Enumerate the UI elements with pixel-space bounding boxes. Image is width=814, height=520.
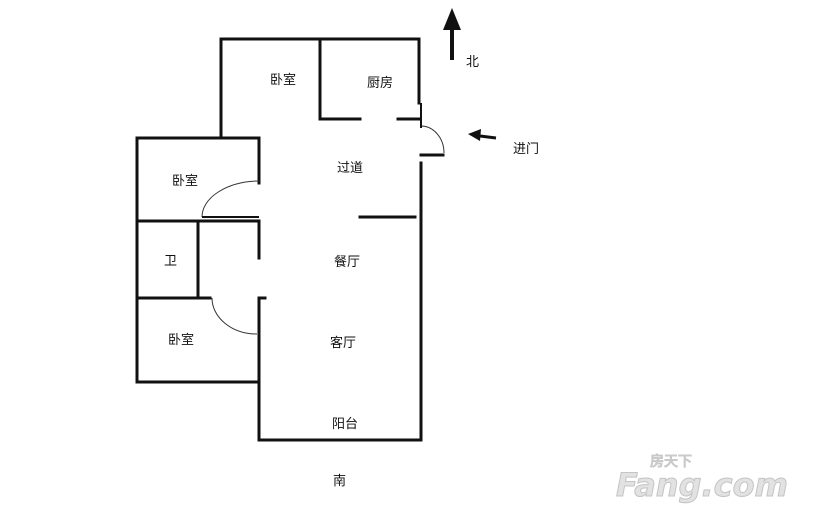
room-label-bathroom: 卫: [164, 254, 177, 269]
doors: [196, 103, 445, 335]
north-label: 北: [466, 55, 479, 70]
watermark: 房天下 Fang.com: [616, 453, 789, 505]
room-label-living: 客厅: [330, 335, 356, 351]
entrance-label: 进门: [513, 142, 539, 157]
north-arrow-icon: [443, 8, 461, 30]
room-label-dining: 餐厅: [334, 254, 360, 270]
room-label-balcony: 阳台: [332, 417, 358, 432]
door-bottom-bedroom: [211, 297, 258, 335]
entrance-arrow-shaft: [479, 134, 497, 140]
door-entrance: [420, 125, 445, 154]
door-left-bedroom: [201, 180, 260, 218]
walls: [135, 37, 445, 442]
south-label: 南: [333, 473, 346, 489]
entrance-arrow-icon: [468, 129, 481, 141]
room-label-bedroom-bottom: 卧室: [168, 332, 194, 348]
room-label-bedroom-left: 卧室: [172, 173, 198, 189]
room-label-kitchen: 厨房: [367, 75, 393, 91]
room-label-corridor: 过道: [337, 161, 363, 176]
compass: 北 进门 南: [333, 8, 539, 489]
watermark-cn: 房天下: [650, 453, 692, 470]
room-label-bedroom-top: 卧室: [270, 72, 296, 88]
room-labels: 卧室 厨房 过道 卧室 卫 餐厅 卧室 客厅 阳台: [164, 72, 393, 432]
watermark-brand: Fang.com: [616, 466, 788, 504]
